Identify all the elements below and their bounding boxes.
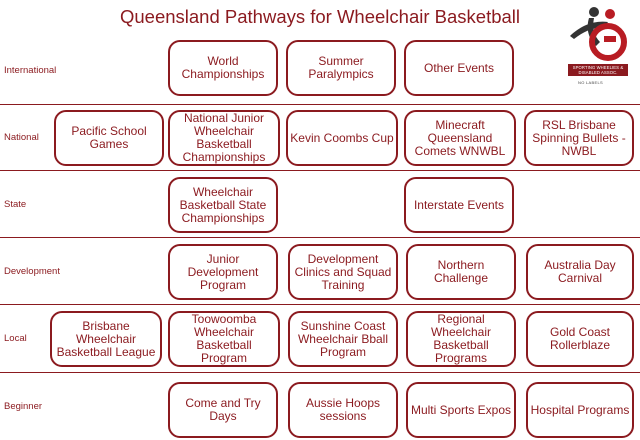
logo-caption: NO LABELS bbox=[578, 80, 603, 85]
box-sunshine-coast-program: Sunshine Coast Wheelchair Bball Program bbox=[288, 311, 398, 367]
box-northern-challenge: Northern Challenge bbox=[406, 244, 516, 300]
box-aussie-hoops: Aussie Hoops sessions bbox=[288, 382, 398, 438]
box-spinning-bullets: RSL Brisbane Spinning Bullets - NWBL bbox=[524, 110, 634, 166]
logo-text: SPORTING WHEELIES & DISABLED ASSOC. bbox=[568, 64, 628, 76]
box-development-clinics: Development Clinics and Squad Training bbox=[288, 244, 398, 300]
diagram-title: Queensland Pathways for Wheelchair Baske… bbox=[119, 6, 521, 27]
box-hospital-programs: Hospital Programs bbox=[526, 382, 634, 438]
row-divider bbox=[0, 104, 640, 105]
wheelchair-athlete-icon bbox=[570, 7, 627, 61]
row-divider bbox=[0, 372, 640, 373]
box-junior-development-program: Junior Development Program bbox=[168, 244, 278, 300]
box-pacific-school-games: Pacific School Games bbox=[54, 110, 164, 166]
box-national-junior-championships: National Junior Wheelchair Basketball Ch… bbox=[168, 110, 280, 166]
row-label-international: International bbox=[4, 65, 57, 76]
box-interstate-events: Interstate Events bbox=[404, 177, 514, 233]
box-come-and-try-days: Come and Try Days bbox=[168, 382, 278, 438]
box-gold-coast-rollerblaze: Gold Coast Rollerblaze bbox=[526, 311, 634, 367]
box-multi-sports-expos: Multi Sports Expos bbox=[406, 382, 516, 438]
row-label-beginner: Beginner bbox=[4, 401, 43, 412]
box-kevin-coombs-cup: Kevin Coombs Cup bbox=[286, 110, 398, 166]
row-label-development: Development bbox=[4, 266, 60, 277]
box-regional-programs: Regional Wheelchair Basketball Programs bbox=[406, 311, 516, 367]
box-world-championships: World Championships bbox=[168, 40, 278, 96]
box-australia-day-carnival: Australia Day Carnival bbox=[526, 244, 634, 300]
row-divider bbox=[0, 170, 640, 171]
row-divider bbox=[0, 237, 640, 238]
row-label-state: State bbox=[4, 199, 27, 210]
row-label-local: Local bbox=[4, 333, 27, 344]
row-label-national: National bbox=[4, 132, 39, 143]
box-brisbane-league: Brisbane Wheelchair Basketball League bbox=[50, 311, 162, 367]
box-state-championships: Wheelchair Basketball State Championship… bbox=[168, 177, 278, 233]
box-toowoomba-program: Toowoomba Wheelchair Basketball Program bbox=[168, 311, 280, 367]
box-summer-paralympics: Summer Paralympics bbox=[286, 40, 396, 96]
logo: SPORTING WHEELIES & DISABLED ASSOC. NO L… bbox=[560, 6, 638, 90]
box-other-events: Other Events bbox=[404, 40, 514, 96]
row-divider bbox=[0, 304, 640, 305]
box-queensland-comets: Minecraft Queensland Comets WNWBL bbox=[404, 110, 516, 166]
